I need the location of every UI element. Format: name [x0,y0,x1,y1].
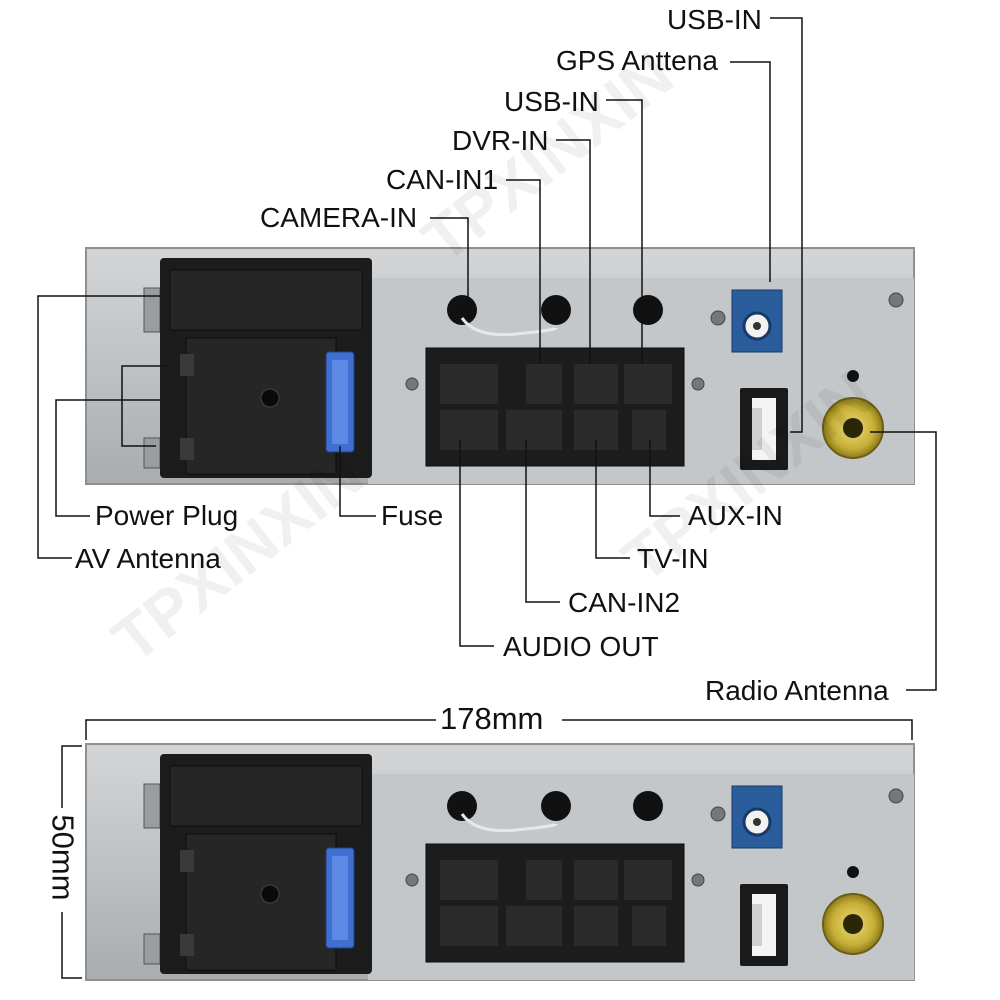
label-usb-in: USB-IN [504,86,599,117]
label-can-in1: CAN-IN1 [386,164,499,195]
label-camera-in: CAMERA-IN [260,202,418,233]
label-fuse: Fuse [381,500,444,531]
label-usb-in-top: USB-IN [667,4,762,35]
label-audio-out: AUDIO OUT [503,631,659,662]
leader-lines [37,17,937,979]
label-dvr-in: DVR-IN [452,125,549,156]
label-power-plug: Power Plug [95,500,239,531]
label-aux-in: AUX-IN [688,500,783,531]
label-can-in2: CAN-IN2 [568,587,681,618]
label-av-antenna: AV Antenna [75,543,221,574]
label-gps-antenna: GPS Anttena [556,45,718,76]
label-tv-in: TV-IN [637,543,709,574]
bottom-head-unit [84,742,916,982]
dimension-width: 178mm [440,701,544,736]
label-radio-antenna: Radio Antenna [705,675,889,706]
dimension-height: 50mm [45,814,81,901]
top-head-unit [84,246,916,486]
